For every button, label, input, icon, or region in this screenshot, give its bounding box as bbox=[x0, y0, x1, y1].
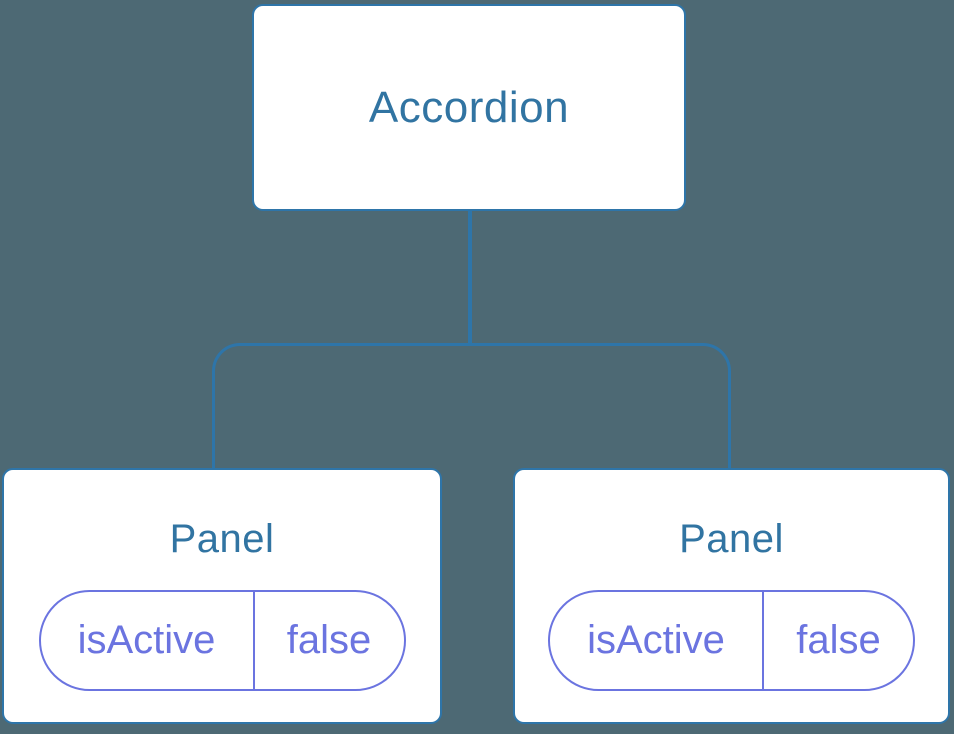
state-pill: isActive false bbox=[38, 590, 406, 691]
panel-node-left: Panel isActive false bbox=[2, 468, 442, 724]
panel-node-label: Panel bbox=[679, 517, 784, 561]
state-pill: isActive false bbox=[548, 590, 915, 691]
panel-node-label: Panel bbox=[169, 517, 275, 561]
state-value: false bbox=[796, 618, 881, 662]
connector-bracket bbox=[212, 343, 731, 469]
panel-node-right: Panel isActive false bbox=[513, 468, 950, 724]
state-value: false bbox=[286, 618, 372, 662]
accordion-node: Accordion bbox=[252, 4, 686, 211]
state-key: isActive bbox=[550, 592, 764, 689]
state-key: isActive bbox=[41, 592, 255, 689]
connector-stem bbox=[468, 211, 472, 345]
accordion-node-label: Accordion bbox=[368, 82, 570, 132]
